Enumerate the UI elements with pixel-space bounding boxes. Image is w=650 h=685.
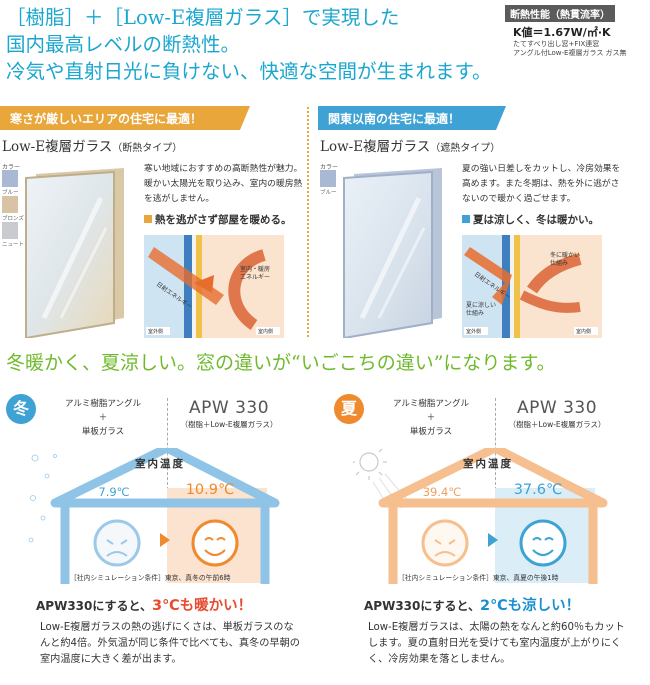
simulation-condition: ［社内シミュレーション条件］東京、真夏の午後1時 [398,574,559,582]
svg-text:室内・暖房: 室内・暖房 [240,265,270,273]
season-badge: 冬 [6,394,36,424]
headline-line-2: 国内最高レベルの断熱性。 [6,33,241,56]
swatch-label-blue: ブルー [320,190,337,196]
performance-box: 断熱性能（熱貫流率） K値＝1.67W/㎡·K たてすべり出し窓+FIX連窓 ア… [505,3,647,59]
svg-text:室内側: 室内側 [258,328,273,335]
svg-text:室外側: 室外側 [466,328,481,335]
center-divider [495,398,496,574]
room-temperature-title: 室内温度 [463,458,513,470]
result-body: Low-E複層ガラスの熱の逃げにくさは、単板ガラスのなんと約4倍。外気温が同じ条… [40,622,300,665]
panel-title: Low-E複層ガラス（遮熱タイプ） [320,139,501,155]
result-heading: APW330にすると、3℃も暖かい！ [36,598,253,614]
panel-feature: 夏は涼しく、冬は暖かい。 [462,212,599,227]
heat-diagram: 日射エネルギー 室内・暖房 エネルギー 室外側 室内側 [144,235,284,338]
swatch-blue [2,170,18,187]
svg-text:エネルギー: エネルギー [240,274,270,281]
left-window-label: アルミ樹脂アングル＋単板ガラス [64,399,142,437]
svg-text:仕組み: 仕組み [466,309,484,317]
svg-text:室内側: 室内側 [576,328,591,335]
svg-text:室外側: 室外側 [148,328,163,335]
panel-feature: 熱を逃がさず部屋を暖める。 [144,212,292,227]
simulation-condition: ［社内シミュレーション条件］東京、真冬の午前6時 [70,574,231,582]
swatch-label-neutral: ニュートラル [2,242,36,248]
comparison-winter: 冬 アルミ樹脂アングル＋単板ガラス APW 330 （樹脂＋Low-E複層ガラス… [0,388,322,685]
swatch-label-blue: ブルー [2,190,19,196]
swatch-label-bronze: ブロンズ [2,216,24,222]
center-divider [167,398,168,574]
house-illustration [28,448,280,584]
swatch-neutral [2,222,18,239]
room-temperature-title: 室内温度 [135,458,185,470]
headline: ［樹脂］＋［Low-E複層ガラス］で実現した 国内最高レベルの断熱性。 冷気や直… [6,4,616,85]
headline-line-3: 冷気や直射日光に負けない、快適な空間が生まれます。 [6,60,492,83]
right-window-label: APW 330 （樹脂＋Low-E複層ガラス） [174,398,284,430]
panel-insulation: 寒さが厳しいエリアの住宅に最適！ Low-E複層ガラス（断熱タイプ） カラー ブ… [0,102,315,342]
panel-solar-control: 関東以南の住宅に最適！ Low-E複層ガラス（遮熱タイプ） カラー ブルー 夏の… [318,102,633,342]
panel-title: Low-E複層ガラス（断熱タイプ） [2,139,183,155]
comparison-headline: 冬暖かく、夏涼しい。窓の違いが“いごこちの違い”になります。 [6,352,556,374]
swatch-blue [320,170,336,187]
color-label: カラー [2,164,21,171]
apw-brand: APW 330 [188,398,270,418]
performance-note-1: たてすべり出し窓+FIX連窓 [513,40,600,48]
svg-text:冬に暖かい: 冬に暖かい [550,251,580,259]
temperature-right: 10.9℃ [185,482,235,498]
result-body: Low-E複層ガラスは、太陽の熱をなんと約60％もカットします。夏の直射日光を受… [368,622,625,665]
glass-pane-image [343,168,442,338]
left-window-label: アルミ樹脂アングル＋単板ガラス [392,399,470,437]
temperature-left: 39.4℃ [422,485,462,499]
headline-line-1: ［樹脂］＋［Low-E複層ガラス］で実現した [6,6,400,29]
heat-diagram: 日射エネルギー 冬に暖かい 仕組み 夏に涼しい 仕組み 室外側 室内側 [462,235,602,338]
performance-heading: 断熱性能（熱貫流率） [505,5,615,22]
comparison-summer: 夏 アルミ樹脂アングル＋単板ガラス APW 330 （樹脂＋Low-E複層ガラス… [328,388,650,685]
color-label: カラー [320,164,339,171]
panel-banner: 寒さが厳しいエリアの住宅に最適！ [0,106,250,130]
sun-icon [353,448,387,480]
performance-value: K値＝1.67W/㎡·K [513,26,611,39]
right-window-label: APW 330 （樹脂＋Low-E複層ガラス） [502,398,612,430]
performance-note-2: アングル付Low-E複層ガラス ガス無 [513,49,627,57]
swatch-bronze [2,196,18,213]
apw-subtitle: （樹脂＋Low-E複層ガラス） [180,420,278,429]
glass-pane-image [25,168,124,338]
apw-subtitle: （樹脂＋Low-E複層ガラス） [508,420,606,429]
svg-text:夏に涼しい: 夏に涼しい [466,301,496,309]
panel-divider [307,107,309,337]
panel-banner: 関東以南の住宅に最適！ [318,106,506,130]
apw-brand: APW 330 [516,398,598,418]
svg-text:仕組み: 仕組み [550,259,568,267]
temperature-left: 7.9℃ [98,485,130,499]
temperature-right: 37.6℃ [513,482,563,498]
house-illustration [353,448,608,584]
panel-description: 夏の強い日差しをカットし、冷房効果を高めます。また冬期は、熱を外に逃がさないので… [462,164,621,204]
result-heading: APW330にすると、2℃も涼しい！ [364,598,581,614]
panel-description: 寒い地域におすすめの高断熱性が魅力。暖かい太陽光を取り込み、室内の暖房熱を逃がし… [144,164,303,204]
season-badge: 夏 [334,394,364,424]
